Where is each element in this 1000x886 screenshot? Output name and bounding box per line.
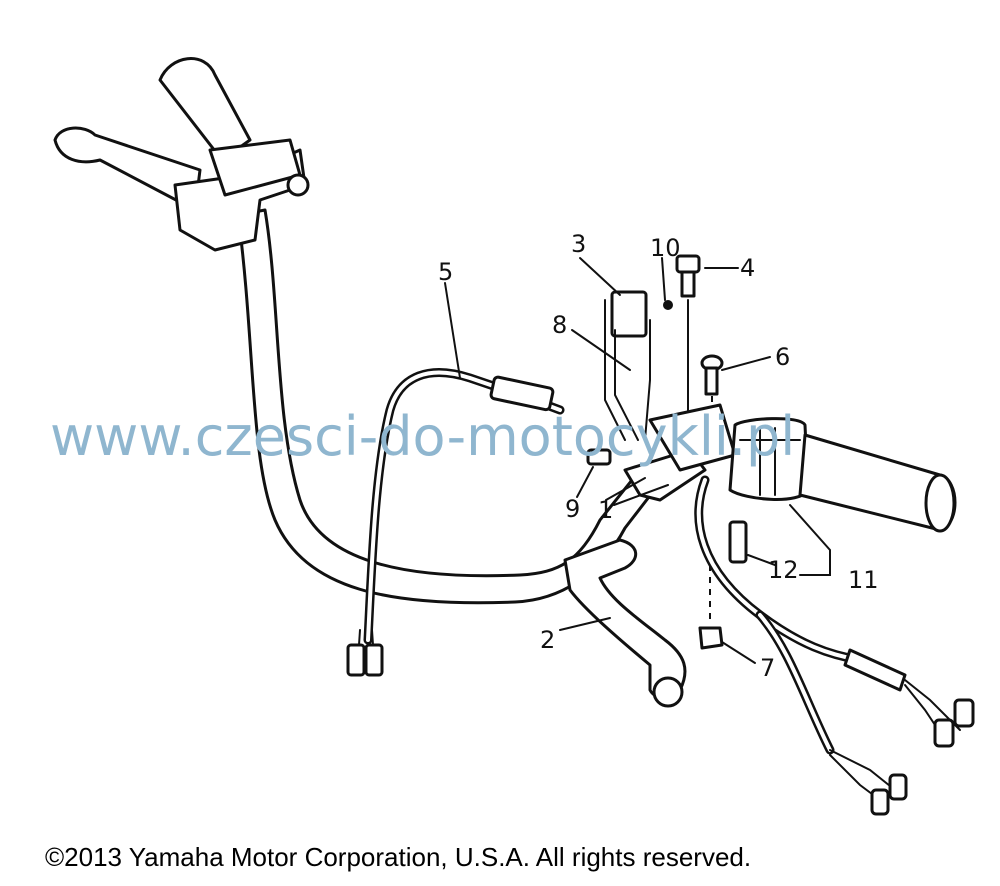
cable-5 [346,368,565,677]
callout-8: 8 [552,311,567,339]
callout-10: 10 [650,234,681,262]
switch-wiring-harness [694,475,975,816]
leader-lines [444,257,831,664]
callout-1: 1 [598,496,613,524]
callout-12: 12 [768,556,799,584]
handlebar-tube [236,208,664,605]
watermark-text: www.czesci-do-motocykli.pl [50,405,796,468]
lever-2 [563,538,687,708]
handlebar-switch-11 [728,417,957,533]
callout-11: 11 [848,566,879,594]
callout-6: 6 [775,343,790,371]
callout-2: 2 [540,626,555,654]
screw-4 [675,254,701,431]
switch-3 [604,290,673,441]
callout-numbers: 1 2 3 4 5 6 7 8 9 10 11 12 [438,230,879,682]
callout-7: 7 [760,654,775,682]
nut-7 [698,626,724,650]
left-grip-assembly [53,57,310,252]
bolt-12 [709,520,748,620]
callout-9: 9 [565,495,580,523]
callout-5: 5 [438,258,453,286]
callout-4: 4 [740,254,755,282]
callout-3: 3 [571,230,586,258]
copyright-notice: ©2013 Yamaha Motor Corporation, U.S.A. A… [45,842,752,872]
